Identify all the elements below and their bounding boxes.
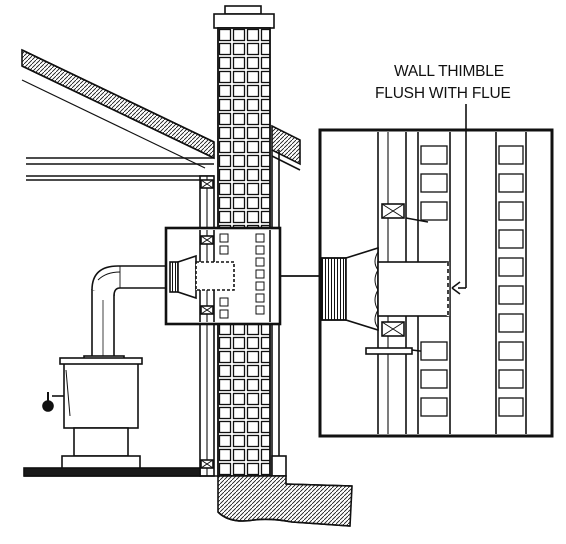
thimble-inset-small [164,226,282,326]
wood-stove [42,265,169,469]
callout-arrow [451,104,467,295]
ceiling-joist [26,157,214,181]
callout-label-line2: FLUSH WITH FLUE [375,85,511,102]
thimble-detail-large [318,128,554,438]
callout-label-line1: WALL THIMBLE [394,63,504,80]
foundation [217,475,353,527]
roof [21,48,301,171]
